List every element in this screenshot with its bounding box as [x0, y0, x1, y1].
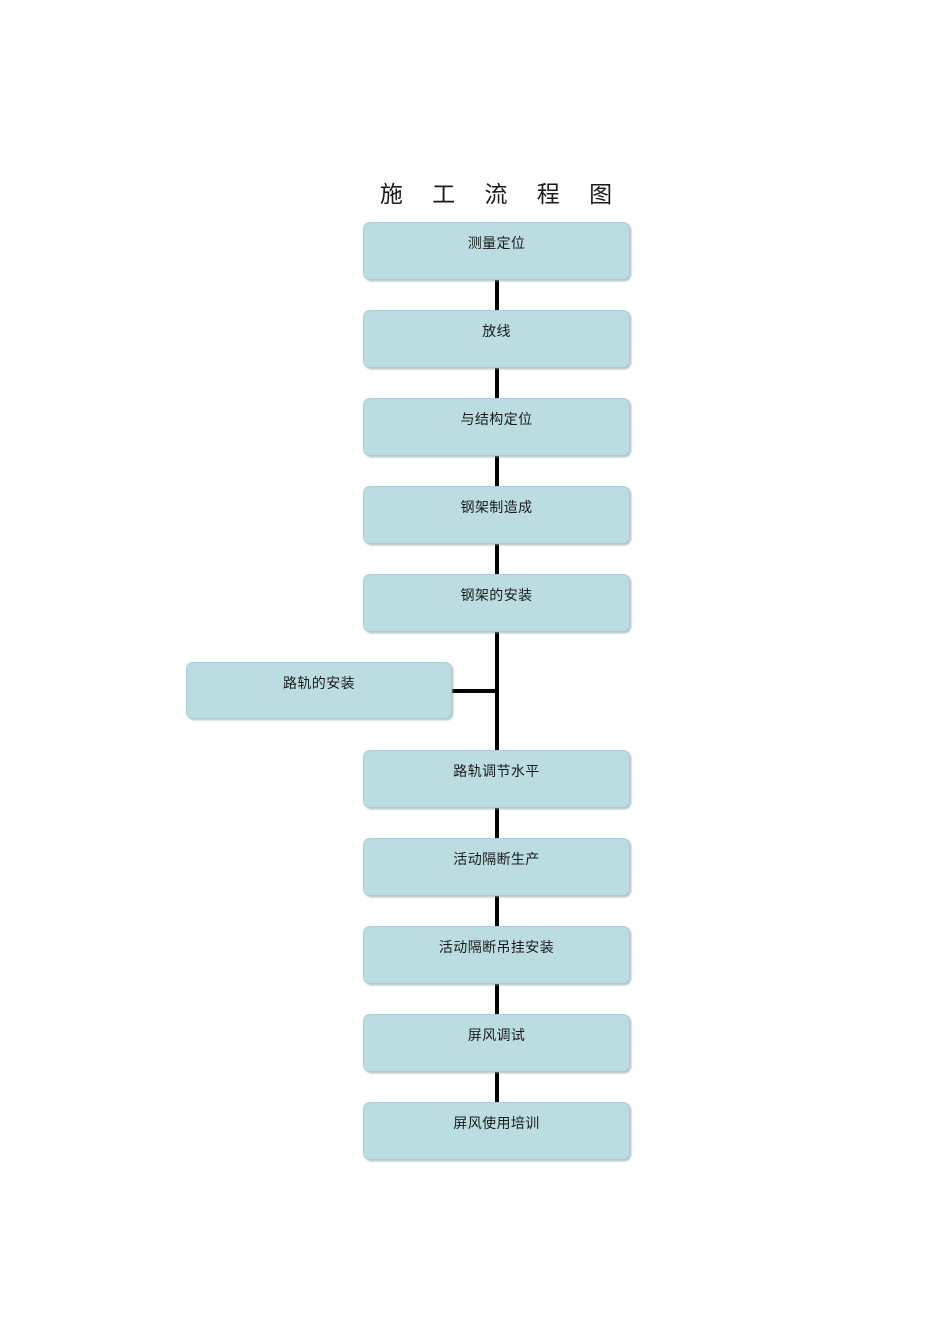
flow-node-steel-frame-fabrication[interactable]: 钢架制造成	[363, 486, 630, 544]
flow-node-label: 路轨调节水平	[453, 764, 540, 780]
connector-n7-n8	[495, 806, 499, 840]
connector-n2-n3	[495, 366, 499, 400]
flow-node-screen-usage-training[interactable]: 屏风使用培训	[363, 1102, 630, 1160]
connector-n4-n5	[495, 542, 499, 576]
flow-node-steel-frame-installation[interactable]: 钢架的安装	[363, 574, 630, 632]
flow-node-partition-production[interactable]: 活动隔断生产	[363, 838, 630, 896]
flow-node-measure-position[interactable]: 测量定位	[363, 222, 630, 280]
flow-node-track-leveling[interactable]: 路轨调节水平	[363, 750, 630, 808]
flow-node-label: 放线	[482, 324, 511, 340]
connector-n1-n2	[495, 278, 499, 312]
connector-n10-n11	[495, 1070, 499, 1104]
connector-n6-junction	[450, 689, 499, 693]
flow-node-label: 钢架制造成	[460, 500, 533, 516]
flow-node-label: 与结构定位	[460, 412, 533, 428]
connector-n9-n10	[495, 982, 499, 1016]
flow-node-label: 活动隔断生产	[453, 852, 540, 868]
flow-node-label: 测量定位	[467, 236, 526, 252]
flow-node-setting-out[interactable]: 放线	[363, 310, 630, 368]
flow-node-track-installation[interactable]: 路轨的安装	[186, 662, 452, 719]
flow-node-label: 屏风使用培训	[453, 1116, 540, 1132]
flow-node-label: 钢架的安装	[460, 588, 533, 604]
flow-node-screen-commissioning[interactable]: 屏风调试	[363, 1014, 630, 1072]
flow-node-structure-position[interactable]: 与结构定位	[363, 398, 630, 456]
connector-n3-n4	[495, 454, 499, 488]
connector-n8-n9	[495, 894, 499, 928]
page-title: 施 工 流 程 图	[379, 182, 624, 208]
flow-node-label: 屏风调试	[467, 1028, 526, 1044]
flow-node-label: 活动隔断吊挂安装	[438, 940, 555, 956]
flow-node-partition-hanging-installation[interactable]: 活动隔断吊挂安装	[363, 926, 630, 984]
flow-node-label: 路轨的安装	[283, 676, 355, 692]
